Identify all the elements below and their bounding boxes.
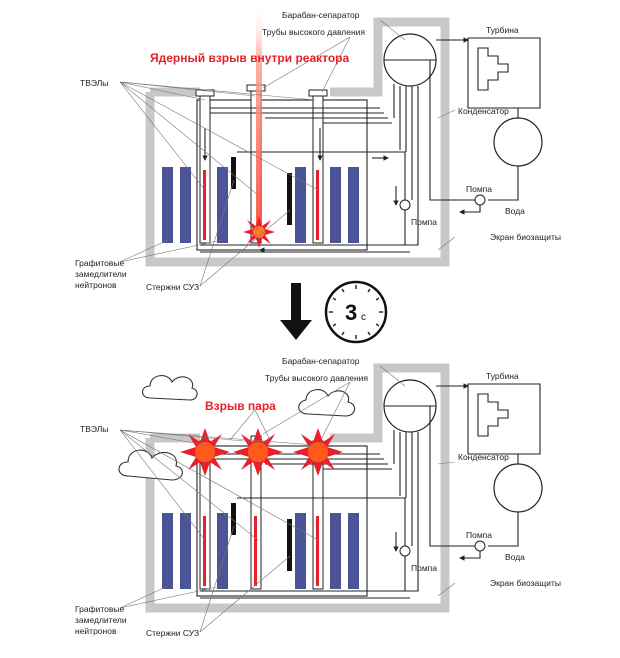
label-moderators-2: замедлители (75, 269, 127, 279)
label-bioshield: Экран биозащиты (490, 578, 561, 588)
label-moderators-1: Графитовые (75, 258, 124, 268)
nuclear-blast-icon (243, 216, 275, 248)
feedwater-loop (399, 405, 486, 561)
timer-value: 3 (345, 300, 357, 325)
panel-steam-explosion: Взрыв пара Барабан-сепаратор Трубы высок… (75, 356, 561, 638)
bioshield-wall (145, 363, 450, 613)
bioshield-wall (145, 17, 450, 267)
graphite-moderators (162, 513, 359, 589)
panel-nuclear-explosion: Ядерный взрыв внутри реактора Барабан-се… (75, 0, 561, 292)
label-control-rods: Стержни СУЗ (146, 282, 199, 292)
label-pump-right: Помпа (466, 530, 492, 540)
drum-separator (383, 33, 437, 246)
label-condenser: Конденсатор (458, 452, 509, 462)
turbine (436, 37, 541, 109)
label-fuel-rods: ТВЭЛы (80, 78, 108, 88)
bottom-leader-lines (119, 365, 456, 633)
condenser (488, 454, 543, 547)
label-turbine: Турбина (486, 25, 519, 35)
top-title: Ядерный взрыв внутри реактора (150, 51, 350, 65)
nuclear-beam (256, 0, 262, 240)
label-turbine: Турбина (486, 371, 519, 381)
label-pump-center: Помпа (411, 563, 437, 573)
label-control-rods: Стержни СУЗ (146, 628, 199, 638)
turbine (436, 383, 541, 455)
reactor-core-frame (196, 445, 368, 597)
label-moderators-3: нейтронов (75, 280, 117, 290)
label-high-pressure-pipes: Трубы высокого давления (265, 373, 368, 383)
label-pump-right: Помпа (466, 184, 492, 194)
label-drum-separator: Барабан-сепаратор (282, 356, 360, 366)
label-fuel-rods: ТВЭЛы (80, 424, 108, 434)
transition: 3 с (280, 280, 388, 344)
cloud-icon (118, 449, 183, 481)
cloud-icon (298, 389, 356, 417)
steam-explosion-icon (233, 428, 283, 476)
label-pump-center: Помпа (411, 217, 437, 227)
label-high-pressure-pipes: Трубы высокого давления (262, 27, 365, 37)
cloud-icon (141, 375, 198, 401)
timer-clock-icon (324, 280, 388, 344)
label-drum-separator: Барабан-сепаратор (282, 10, 360, 20)
control-rods (231, 503, 292, 571)
label-moderators-1: Графитовые (75, 604, 124, 614)
drum-separator (383, 379, 437, 592)
label-moderators-2: замедлители (75, 615, 127, 625)
condenser (488, 108, 543, 201)
bottom-title: Взрыв пара (205, 399, 276, 413)
label-bioshield: Экран биозащиты (490, 232, 561, 242)
feedwater-loop (399, 59, 486, 215)
steam-explosion-icon (293, 428, 343, 476)
label-water: Вода (505, 552, 525, 562)
steam-explosion-icon (180, 428, 230, 476)
label-moderators-3: нейтронов (75, 626, 117, 636)
internal-pipes (200, 107, 410, 253)
graphite-moderators (162, 167, 359, 243)
down-arrow-icon (280, 283, 312, 340)
top-leader-lines (119, 19, 456, 287)
label-condenser: Конденсатор (458, 106, 509, 116)
timer-unit: с (361, 312, 366, 323)
label-water: Вода (505, 206, 525, 216)
control-rods (231, 157, 292, 225)
